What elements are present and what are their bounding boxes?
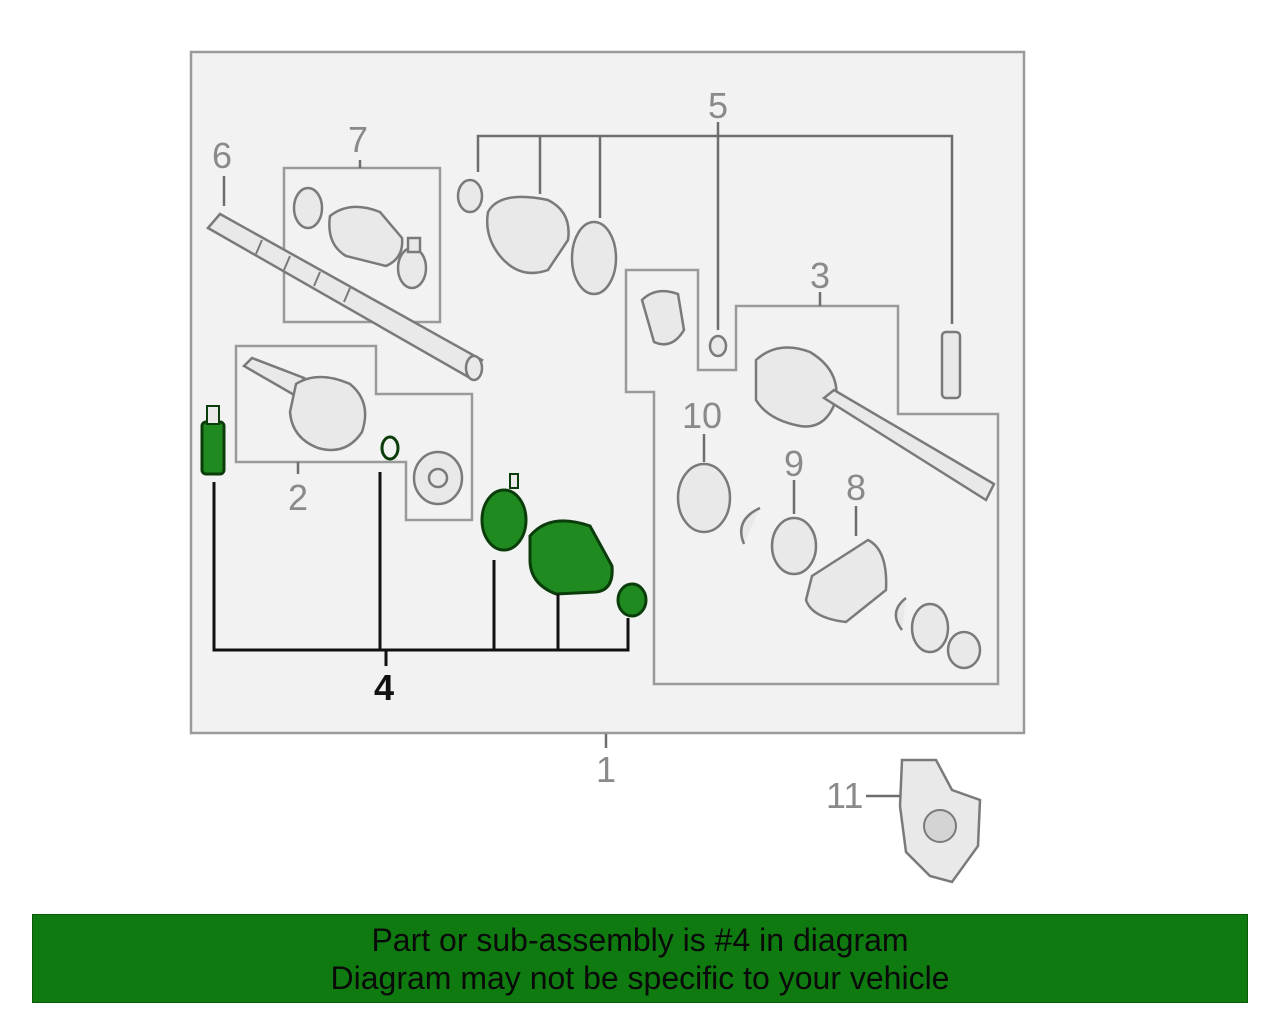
callout-9: 9 xyxy=(784,443,804,484)
part-7-boot-kit xyxy=(292,186,428,290)
callout-10: 10 xyxy=(682,395,722,436)
leader-lines xyxy=(212,122,954,798)
callout-7: 7 xyxy=(348,119,368,160)
callout-6: 6 xyxy=(212,135,232,176)
part-5-boot-set xyxy=(456,178,728,358)
parts-8-9-10 xyxy=(676,462,982,670)
subassembly-frame-2 xyxy=(234,344,474,522)
part-6-shaft xyxy=(206,212,484,382)
banner-line-1: Part or sub-assembly is #4 in diagram xyxy=(371,921,909,958)
banner-line-2: Diagram may not be specific to your vehi… xyxy=(330,959,950,996)
callout-1: 1 xyxy=(596,749,616,790)
callout-5: 5 xyxy=(708,85,728,126)
callout-4: 4 xyxy=(374,667,394,708)
part-4-highlighted xyxy=(200,405,648,618)
callout-8: 8 xyxy=(846,467,866,508)
callout-2: 2 xyxy=(288,477,308,518)
part-11-knuckle xyxy=(898,758,982,884)
part-3-inner-joint xyxy=(640,289,996,502)
callout-3: 3 xyxy=(810,255,830,296)
part-2-outer-joint xyxy=(241,356,464,506)
info-banner: Part or sub-assembly is #4 in diagram Di… xyxy=(32,914,1248,1003)
subassembly-frame-3 xyxy=(624,268,1000,686)
callout-11: 11 xyxy=(826,775,863,816)
